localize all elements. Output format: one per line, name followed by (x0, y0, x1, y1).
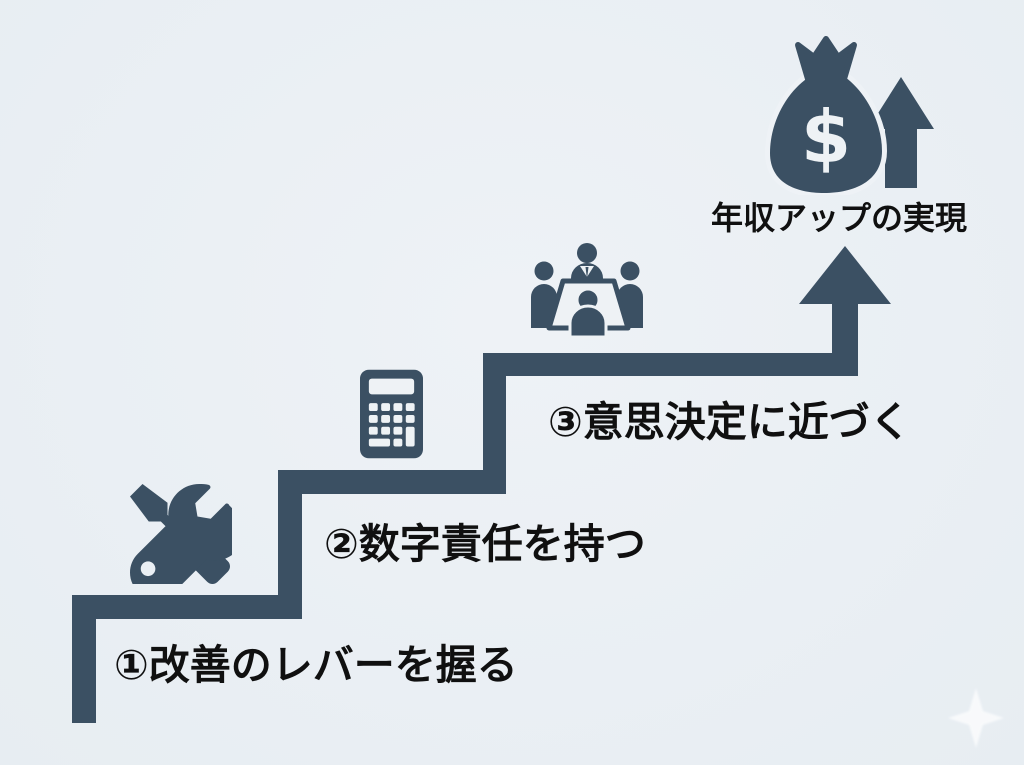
step-2-label: ②数字責任を持つ (324, 521, 646, 567)
tools-icon (130, 484, 232, 584)
growth-arrow-shaft (832, 300, 858, 376)
staircase-step1-tread (72, 595, 302, 619)
staircase-step3-tread (483, 353, 858, 376)
goal-label: 年収アップの実現 (711, 200, 968, 236)
rising-arrow-icon (868, 77, 934, 188)
staircase-step3-riser (483, 353, 506, 494)
calculator-icon (360, 369, 423, 459)
money-bag-icon: $ (764, 36, 888, 195)
staircase-step2-tread (278, 470, 506, 494)
dollar-sign: $ (801, 95, 851, 179)
growth-arrow-head-icon (799, 246, 891, 304)
money-bag-group: $ (764, 36, 934, 195)
staircase-step2-riser (278, 470, 302, 619)
meeting-icon (531, 243, 643, 339)
step-3-label: ③意思決定に近づく (548, 399, 911, 445)
sparkle-icon (948, 688, 1004, 748)
step-1-label: ①改善のレバーを握る (114, 642, 518, 688)
